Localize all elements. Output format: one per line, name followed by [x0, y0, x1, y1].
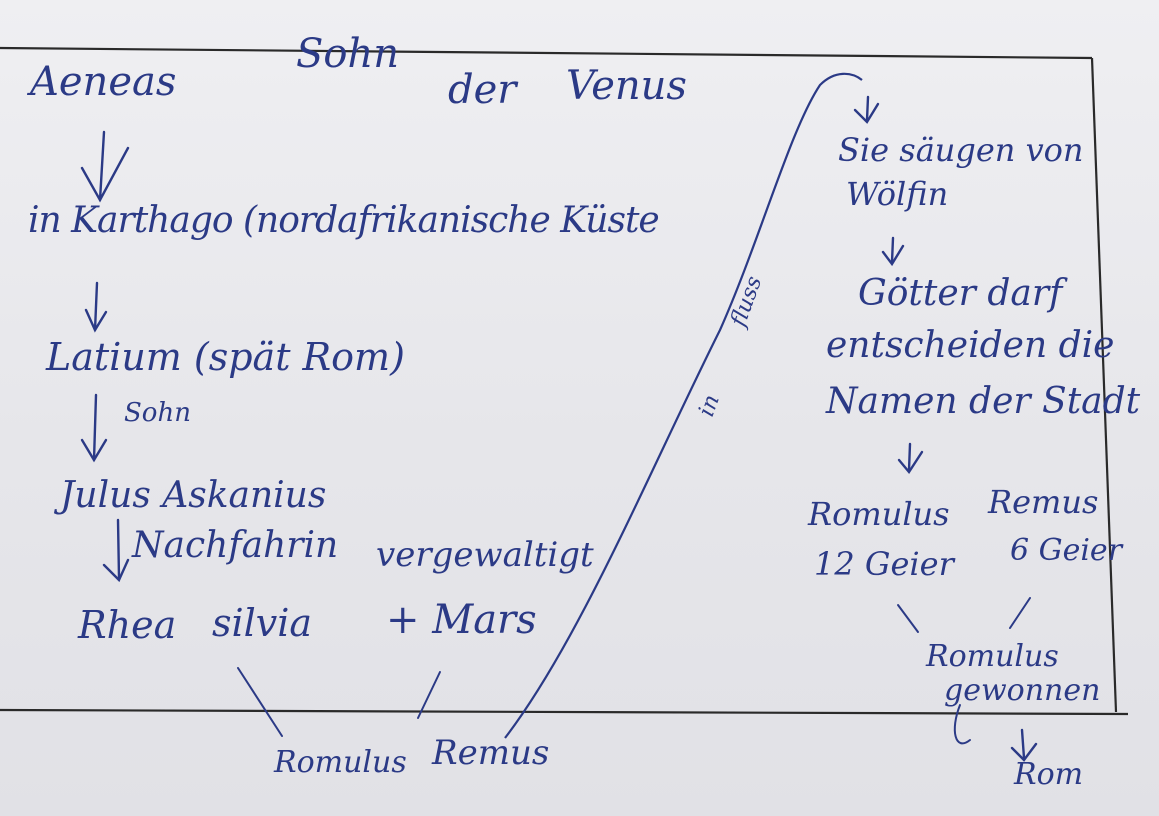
namen-text: Namen der Stadt	[826, 381, 1141, 422]
geier-remus-text: 6 Geier	[1010, 533, 1123, 568]
entscheiden-text: entscheiden die	[826, 325, 1115, 366]
aeneas-text: Aeneas	[30, 59, 177, 105]
romulus-winner-text: Romulus	[926, 639, 1059, 674]
saeugen-text: Sie säugen von	[838, 131, 1084, 169]
rhea-text: Rhea	[78, 603, 177, 647]
arrow-down-icon-8	[1010, 728, 1038, 762]
romulus-bottom-text: Romulus	[274, 745, 407, 780]
sohn-label-text: Sohn	[124, 398, 191, 428]
karthago-text: in Karthago (nordafrikanische Küste	[28, 200, 660, 241]
geier-romulus-text: 12 Geier	[814, 545, 954, 583]
box-right-line	[1090, 57, 1118, 713]
woelfin-text: Wölfin	[846, 175, 949, 213]
arrow-down-icon-4	[102, 518, 130, 583]
connector-mars-remus	[417, 671, 441, 719]
der-text: der	[448, 67, 517, 113]
connector-winner-hook	[953, 704, 971, 745]
connector-silvia-romulus	[237, 667, 283, 737]
remus-bottom-text: Remus	[432, 733, 550, 773]
arrow-down-icon-5	[853, 95, 880, 124]
remus-right-text: Remus	[988, 483, 1099, 521]
goetter-text: Götter darf	[858, 273, 1063, 314]
vergewaltigt-text: vergewaltigt	[376, 535, 594, 575]
arrow-down-icon-2	[84, 281, 108, 333]
arrow-down-icon-7	[897, 442, 924, 475]
arrow-down-icon-6	[881, 236, 905, 267]
connector-remus-winner	[1009, 597, 1031, 629]
mars-text: + Mars	[386, 597, 537, 643]
nachfahrin-text: Nachfahrin	[132, 525, 339, 566]
connector-romulus-winner	[897, 604, 919, 633]
venus-text: Venus	[566, 63, 687, 109]
arrow-down-icon-1	[80, 130, 130, 203]
gewonnen-text: gewonnen	[944, 673, 1101, 708]
julus-text: Julus Askanius	[60, 475, 327, 516]
river-curve	[504, 72, 863, 739]
latium-text: Latium (spät Rom)	[46, 335, 405, 379]
romulus-right-text: Romulus	[808, 495, 950, 533]
arrow-down-icon-3	[80, 393, 108, 463]
rom-text: Rom	[1014, 757, 1084, 792]
sohn-text: Sohn	[296, 31, 400, 77]
box-top-line	[0, 46, 1093, 60]
silvia-text: silvia	[212, 601, 313, 645]
box-bottom-line	[0, 708, 1129, 716]
